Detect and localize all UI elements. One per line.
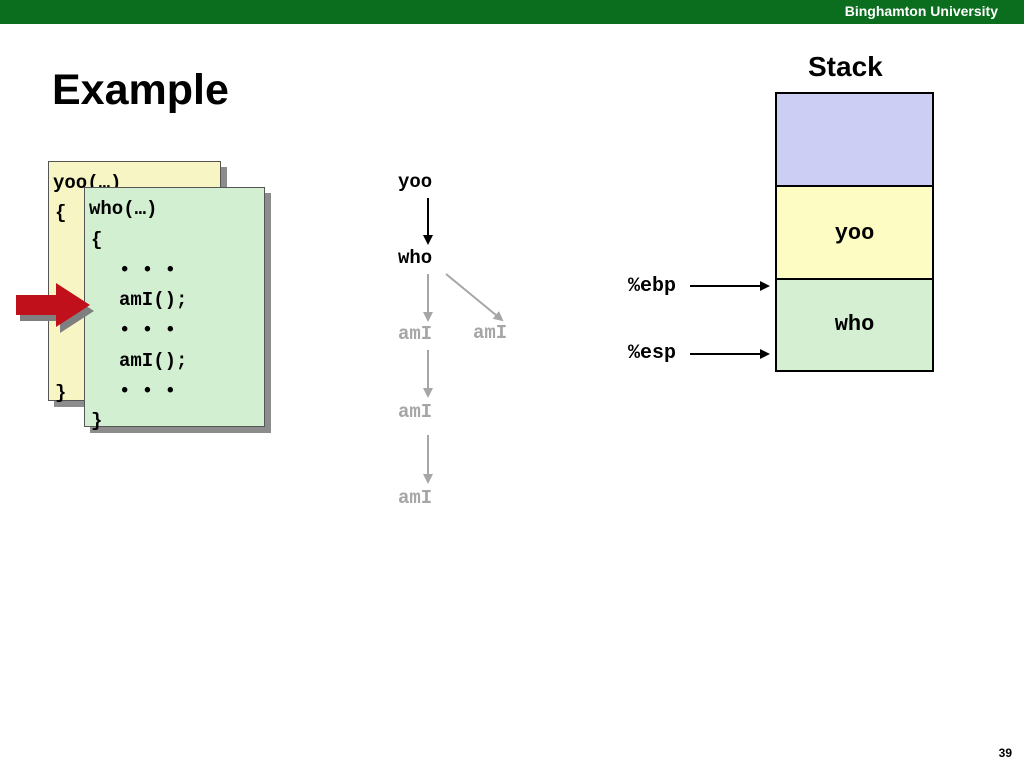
- edge-who-ami-2: [445, 273, 504, 322]
- yoo-close-brace: }: [55, 382, 67, 404]
- organization-name: Binghamton University: [844, 3, 998, 19]
- who-dots-3: • • •: [119, 380, 177, 402]
- tree-node-ami-2: amI: [473, 322, 508, 344]
- tree-node-ami-4: amI: [398, 487, 433, 509]
- who-dots-1: • • •: [119, 259, 177, 281]
- ebp-register-label: %ebp: [628, 275, 677, 298]
- stack-frame-top: [777, 94, 932, 187]
- stack-frame-yoo: yoo: [777, 187, 932, 280]
- stack-frame-yoo-label: yoo: [834, 221, 875, 246]
- stack-frame-who: who: [777, 280, 932, 370]
- stack-title: Stack: [808, 51, 883, 82]
- who-call-1: amI();: [119, 289, 188, 311]
- tree-node-yoo: yoo: [398, 171, 433, 193]
- who-open-brace: {: [91, 229, 103, 251]
- who-signature: who(…): [89, 198, 158, 220]
- esp-register-label: %esp: [628, 342, 677, 365]
- page-number: 39: [998, 746, 1012, 760]
- who-code-card: who(…) { • • • amI(); • • • amI(); • • •…: [84, 187, 265, 432]
- yoo-open-brace: {: [55, 202, 67, 224]
- header-bar: Binghamton University: [0, 0, 1024, 24]
- tree-node-who: who: [398, 247, 433, 269]
- stack-frame-who-label: who: [834, 312, 875, 337]
- who-close-brace: }: [91, 410, 103, 432]
- slide-title: Example: [52, 66, 229, 114]
- tree-node-ami-1: amI: [398, 323, 433, 345]
- who-dots-2: • • •: [119, 319, 177, 341]
- who-call-2: amI();: [119, 350, 188, 372]
- execution-pointer-icon: [16, 283, 94, 333]
- tree-node-ami-3: amI: [398, 401, 433, 423]
- stack-diagram: yoo who: [775, 92, 934, 372]
